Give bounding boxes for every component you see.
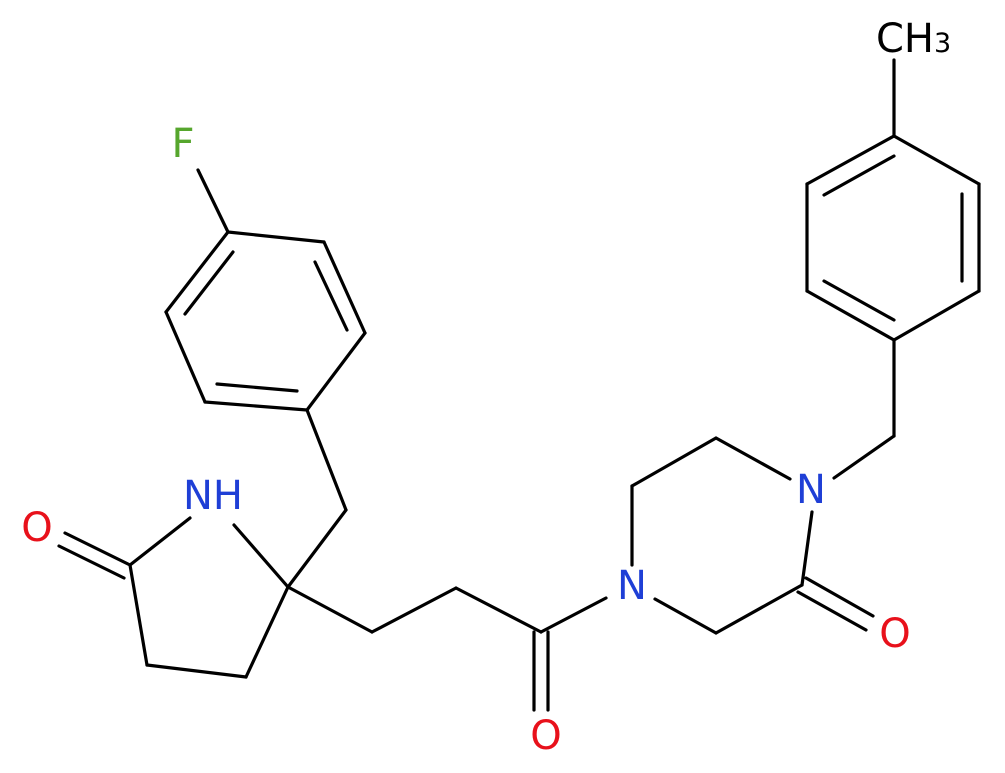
bond-chain-2: [370, 586, 458, 634]
bond-pip-4: [800, 510, 814, 587]
bond-pip-3: [714, 436, 792, 481]
bond-ch2-quat: [244, 585, 290, 679]
bond-ring-a4-inner: [215, 382, 299, 393]
bond-f-c: [196, 168, 230, 234]
bond-co-ch2: [128, 563, 149, 667]
bond-pip-co-1: [804, 576, 875, 618]
bond-amide-n: [539, 596, 608, 634]
bond-ring-b6-inner: [822, 279, 896, 322]
bond-pip-6: [653, 597, 718, 635]
bond-nh-co: [128, 516, 192, 567]
bond-lactam-co-2: [57, 544, 126, 580]
bond-ring-a6-inner: [183, 250, 235, 316]
bond-ring-b6: [805, 289, 896, 342]
bond-ring-b3: [892, 134, 981, 186]
bonds: [57, 58, 981, 712]
bond-ring-a2-inner: [313, 260, 349, 332]
piperazinone-oxygen-label: O: [879, 611, 910, 657]
bond-pip-co-2: [796, 590, 868, 632]
lactam-oxygen-label: O: [21, 505, 52, 551]
bond-ring-a1: [226, 230, 326, 244]
methyl-subscript: 3: [934, 28, 951, 59]
bond-lactam-co-1: [63, 531, 132, 567]
bond-benzyl-1: [305, 408, 348, 512]
bond-chain-1: [286, 585, 374, 634]
bond-ring-a3: [305, 331, 367, 412]
bond-chain-3: [454, 586, 543, 634]
lactam-nh-label: NH: [183, 473, 243, 519]
bond-ring-a6: [164, 230, 230, 314]
bond-ring-a5: [164, 310, 207, 404]
bond-pip-2: [630, 436, 718, 488]
bond-ring-b1: [892, 289, 981, 342]
bond-ch2-ch2: [145, 663, 248, 679]
methyl-ch-label: CH: [876, 16, 934, 62]
atom-labels: F NH O O N N O CH3: [21, 16, 951, 759]
methyl-label: CH3: [876, 16, 951, 62]
fluorine-label: F: [171, 121, 194, 167]
bond-ring-a4: [203, 400, 309, 412]
bond-ring-a2: [322, 240, 367, 335]
bond-nbenzyl-1: [832, 434, 896, 480]
bond-quat-nh: [232, 523, 290, 589]
bond-ring-b4: [805, 134, 896, 186]
piperazine-n4-label: N: [617, 563, 647, 609]
amide-oxygen-label: O: [530, 713, 561, 759]
bond-pip-5: [714, 583, 804, 635]
piperazine-n1-label: N: [796, 467, 826, 513]
bond-benzyl-2: [286, 508, 348, 589]
bond-ring-b4-inner: [822, 154, 896, 197]
